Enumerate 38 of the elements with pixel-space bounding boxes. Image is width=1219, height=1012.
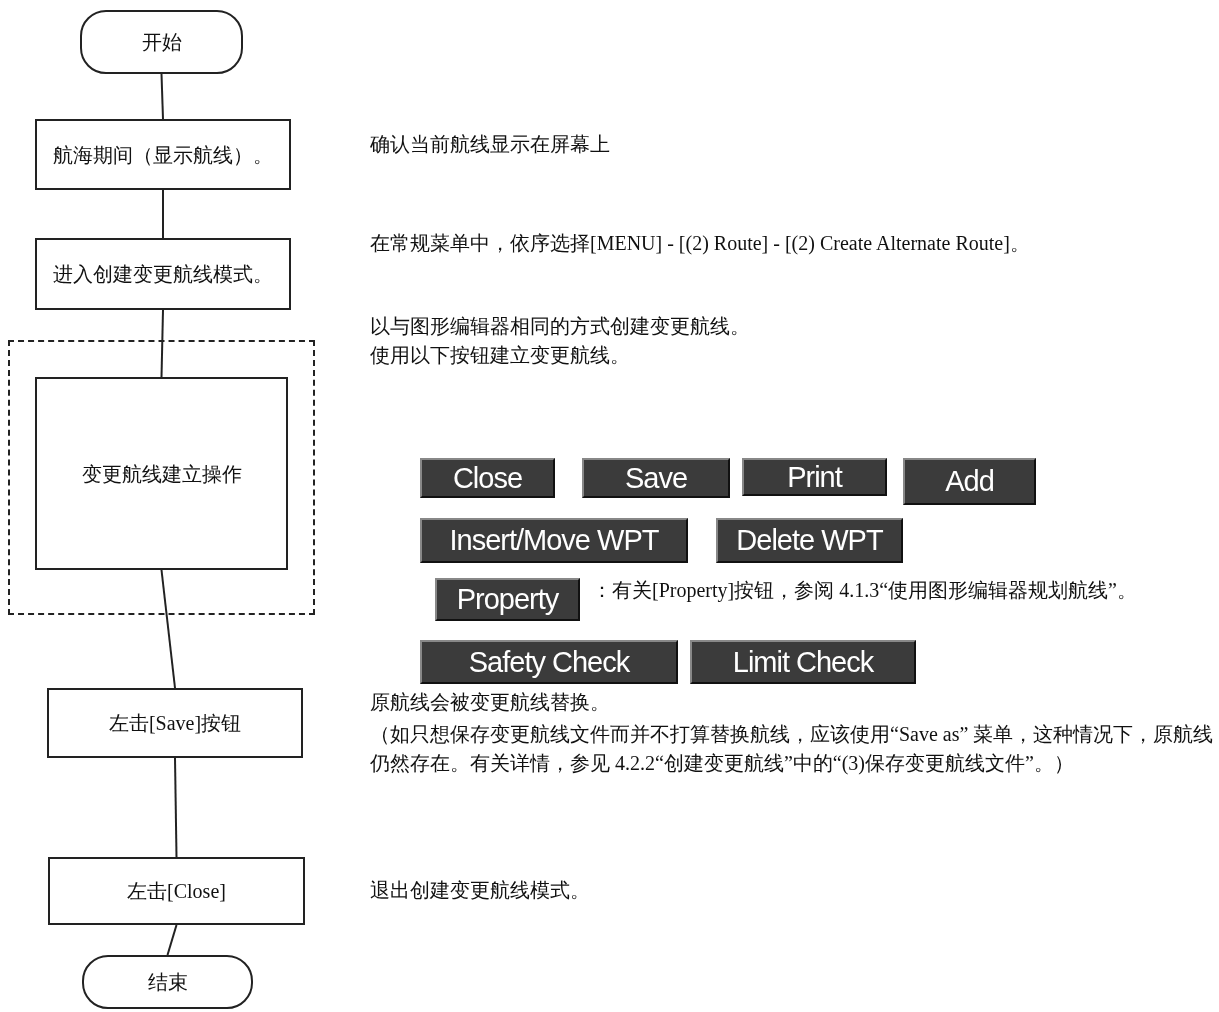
toolbar-button: Limit Check [690,640,916,684]
description-text: 确认当前航线显示在屏幕上 [370,132,611,157]
process-box [48,857,305,925]
connector-line [160,309,164,378]
process-box [35,377,288,570]
toolbar-button: Insert/Move WPT [420,518,688,563]
toolbar-button: Save [582,458,730,498]
toolbar-button: Print [742,458,887,496]
step-text: 结束 [147,970,188,995]
description-text: （如只想保存变更航线文件而并不打算替换航线，应该使用“Save as” 菜单，这种情况下，原航线仍然存在。有关详情，参见 4.2.2“创建变更航线”中的“(3)保存变更航线文件”。） [370,722,1215,777]
description-text: 原航线会被变更航线替换。 [370,690,611,715]
process-box [35,238,291,310]
connector-line [160,569,176,689]
process-box [47,688,303,758]
toolbar-button: Close [420,458,555,498]
terminal-box [80,10,243,74]
description-text: 退出创建变更航线模式。 [370,878,591,903]
connector-line [160,73,164,120]
step-text: 开始 [141,30,182,55]
process-box [35,119,291,190]
connector-line [166,924,178,956]
step-text: 进入创建变更航线模式。 [53,262,273,287]
step-text: 左击[Close] [127,879,226,904]
description-text: 以与图形编辑器相同的方式创建变更航线。 [370,314,751,339]
step-text: 航海期间（显示航线）。 [53,142,273,168]
step-text: 变更航线建立操作 [81,461,242,487]
description-text: 使用以下按钮建立变更航线。 [370,343,631,368]
dashed-frame [8,340,315,615]
connector-line [174,757,178,858]
note-text: ：有关[Property]按钮，参阅 4.1.3“使用图形编辑器规划航线”。 [592,578,1138,604]
toolbar-button: Add [903,458,1036,505]
description-text: 在常规菜单中，依序选择[MENU] - [(2) Route] - [(2) Create Alternate Route]。 [370,231,1031,257]
toolbar-button: Safety Check [420,640,678,684]
connector-line [162,189,164,239]
toolbar-button: Delete WPT [716,518,903,563]
toolbar-button: Property [435,578,580,621]
terminal-box [82,955,253,1009]
step-text: 左击[Save]按钮 [108,711,242,736]
